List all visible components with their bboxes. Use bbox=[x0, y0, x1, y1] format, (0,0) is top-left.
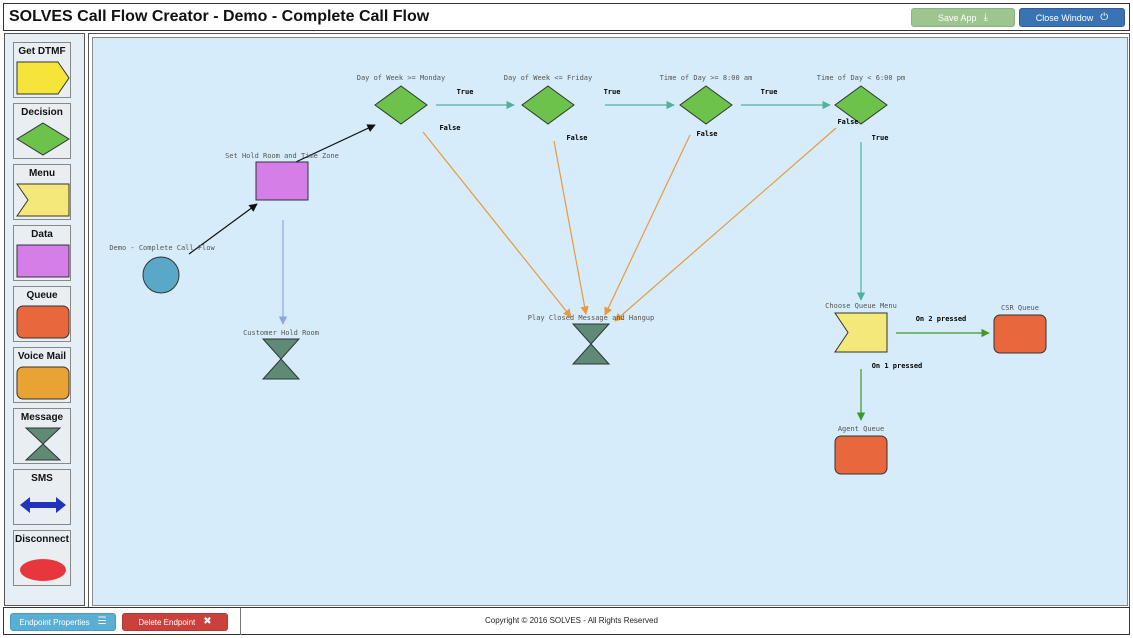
node-time-of-day-8am-label: Time of Day >= 8:00 am bbox=[660, 74, 753, 82]
node-agent-queue-label: Agent Queue bbox=[838, 425, 884, 433]
edge-friday-false[interactable] bbox=[553, 140, 589, 315]
close-window-label: Close Window bbox=[1035, 12, 1094, 23]
edge-label-true: True bbox=[457, 88, 474, 96]
node-agent-queue[interactable] bbox=[834, 435, 888, 475]
flow-canvas[interactable]: Demo - Complete Call Flow Set Hold Room a… bbox=[92, 37, 1128, 606]
download-icon: ⤓ bbox=[983, 11, 988, 23]
edge-label-true: True bbox=[761, 88, 778, 96]
decision-shape-icon bbox=[16, 122, 70, 156]
endpoint-properties-label: Endpoint Properties bbox=[19, 617, 90, 627]
edge-6pm-false[interactable] bbox=[614, 127, 837, 322]
palette-item-voice-mail[interactable]: Voice Mail bbox=[13, 347, 71, 403]
save-app-button[interactable]: Save App ⤓ bbox=[911, 8, 1015, 27]
flow-diagram: Demo - Complete Call Flow Set Hold Room a… bbox=[109, 74, 1047, 475]
sms-shape-icon bbox=[20, 497, 66, 513]
disconnect-shape-icon bbox=[20, 559, 66, 581]
data-shape-icon bbox=[16, 244, 70, 278]
endpoint-properties-button[interactable]: Endpoint Properties ☰ bbox=[10, 613, 116, 631]
get-dtmf-shape-icon bbox=[16, 61, 70, 95]
edge-label-false: False bbox=[439, 124, 460, 132]
page-title: SOLVES Call Flow Creator - Demo - Comple… bbox=[9, 8, 430, 25]
node-customer-hold-room-label: Customer Hold Room bbox=[243, 329, 319, 337]
node-day-of-week-friday-label: Day of Week <= Friday bbox=[504, 74, 593, 82]
edge-8am-false[interactable] bbox=[604, 134, 691, 316]
edge-label-false: False bbox=[566, 134, 587, 142]
palette-item-decision[interactable]: Decision bbox=[13, 103, 71, 159]
close-window-button[interactable]: Close Window ⏻ bbox=[1019, 8, 1125, 27]
power-icon: ⏻ bbox=[1100, 11, 1109, 23]
palette-item-label: Decision bbox=[21, 107, 63, 118]
palette-item-get-dtmf[interactable]: Get DTMF bbox=[13, 42, 71, 98]
voice-mail-shape-icon bbox=[16, 366, 70, 400]
list-icon: ☰ bbox=[97, 616, 107, 627]
delete-endpoint-label: Delete Endpoint bbox=[138, 617, 196, 627]
node-day-of-week-friday[interactable] bbox=[521, 85, 575, 125]
menu-shape-icon bbox=[16, 183, 70, 217]
node-day-of-week-monday-label: Day of Week >= Monday bbox=[357, 74, 446, 82]
node-closed-message-label: Play Closed Message and Hangup bbox=[528, 314, 654, 322]
node-csr-queue-label: CSR Queue bbox=[1001, 304, 1039, 312]
title-bar: SOLVES Call Flow Creator - Demo - Comple… bbox=[3, 3, 1130, 31]
palette-item-label: Disconnect bbox=[15, 534, 69, 545]
palette-item-label: Get DTMF bbox=[18, 46, 66, 57]
copyright-text: Copyright © 2016 SOLVES - All Rights Res… bbox=[485, 616, 658, 625]
canvas-frame: Demo - Complete Call Flow Set Hold Room a… bbox=[88, 33, 1130, 608]
delete-endpoint-button[interactable]: Delete Endpoint ✖ bbox=[122, 613, 228, 631]
palette-item-sms[interactable]: SMS bbox=[13, 469, 71, 525]
palette-item-label: Queue bbox=[26, 290, 58, 301]
node-customer-hold-room[interactable] bbox=[261, 338, 301, 380]
edge-label-false: False bbox=[837, 118, 858, 126]
queue-shape-icon bbox=[16, 305, 70, 339]
palette-item-menu[interactable]: Menu bbox=[13, 164, 71, 220]
node-day-of-week-monday[interactable] bbox=[374, 85, 428, 125]
palette-item-data[interactable]: Data bbox=[13, 225, 71, 281]
edge-label-true: True bbox=[872, 134, 889, 142]
palette-item-label: SMS bbox=[31, 473, 53, 484]
edge-label-on-2-pressed: On 2 pressed bbox=[916, 315, 967, 323]
palette-item-message[interactable]: Message bbox=[13, 408, 71, 464]
palette-item-label: Message bbox=[20, 412, 64, 423]
node-set-hold-room-label: Set Hold Room and Time Zone bbox=[225, 152, 339, 160]
node-set-hold-room[interactable] bbox=[255, 161, 309, 201]
close-icon: ✖ bbox=[203, 616, 212, 627]
node-time-of-day-6pm[interactable] bbox=[834, 85, 888, 125]
node-closed-message[interactable] bbox=[571, 323, 611, 365]
palette-item-label: Menu bbox=[28, 168, 56, 179]
palette-item-label: Data bbox=[31, 229, 53, 240]
node-choose-queue-menu-label: Choose Queue Menu bbox=[825, 302, 897, 310]
node-time-of-day-8am[interactable] bbox=[679, 85, 733, 125]
node-csr-queue[interactable] bbox=[993, 314, 1047, 354]
endpoint-actions: Endpoint Properties ☰ Delete Endpoint ✖ bbox=[4, 608, 241, 635]
edge-monday-false[interactable] bbox=[422, 131, 572, 318]
save-app-label: Save App bbox=[938, 12, 977, 23]
node-start-label: Demo - Complete Call Flow bbox=[109, 244, 215, 252]
edge-start-to-set-hold[interactable] bbox=[188, 203, 258, 255]
node-start[interactable] bbox=[142, 256, 180, 294]
palette-item-queue[interactable]: Queue bbox=[13, 286, 71, 342]
palette-item-disconnect[interactable]: Disconnect bbox=[13, 530, 71, 586]
edge-label-false: False bbox=[696, 130, 717, 138]
node-choose-queue-menu[interactable] bbox=[834, 312, 888, 353]
edge-label-true: True bbox=[604, 88, 621, 96]
node-time-of-day-6pm-label: Time of Day < 6:00 pm bbox=[817, 74, 906, 82]
bottom-bar: Endpoint Properties ☰ Delete Endpoint ✖ … bbox=[3, 607, 1130, 635]
edge-label-on-1-pressed: On 1 pressed bbox=[872, 362, 923, 370]
edge-set-hold-to-day-of-week-monday[interactable] bbox=[282, 124, 376, 169]
palette-item-label: Voice Mail bbox=[17, 351, 67, 362]
message-shape-icon bbox=[24, 427, 62, 461]
